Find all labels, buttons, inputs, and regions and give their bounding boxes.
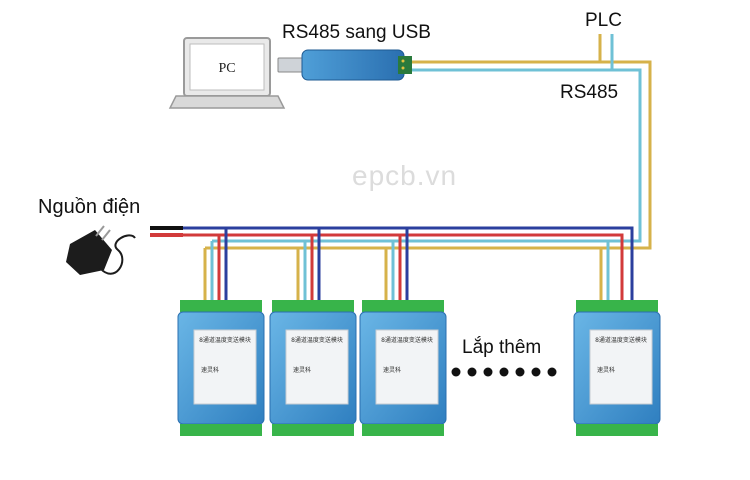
module-brand: 速灵科: [597, 366, 615, 374]
power-wires: [150, 226, 634, 300]
pc-screen-label: PC: [218, 61, 235, 76]
plc-label: PLC: [585, 10, 622, 31]
module-3: 8通道温度变送模块 速灵科: [359, 300, 447, 436]
usb-converter-label: RS485 sang USB: [282, 22, 431, 43]
module-drop-wires: [203, 228, 610, 300]
module-1: 8通道温度变送模块 速灵科: [177, 300, 265, 436]
module-title: 8通道温度变送模块: [381, 336, 433, 344]
rs485-label: RS485: [560, 82, 619, 103]
watermark: epcb.vn: [352, 160, 458, 191]
module-title: 8通道温度变送模块: [595, 336, 647, 344]
module-title: 8通道温度变送模块: [199, 336, 251, 344]
module-title: 8通道温度变送模块: [291, 336, 343, 344]
ellipsis-dots: [451, 367, 557, 377]
pc-laptop: PC: [168, 37, 286, 109]
usb-rs485-converter: [277, 49, 412, 81]
rs485-bus-wires: [205, 34, 652, 250]
module-brand: 速灵科: [201, 366, 219, 374]
module-brand: 速灵科: [383, 366, 401, 374]
power-adapter: [66, 225, 136, 275]
module-4: 8通道温度变送模块 速灵科: [573, 300, 661, 436]
module-brand: 速灵科: [293, 366, 311, 374]
power-source-label: Nguồn điện: [38, 196, 141, 218]
add-more-label: Lắp thêm: [462, 337, 542, 358]
module-2: 8通道温度变送模块 速灵科: [269, 300, 357, 436]
